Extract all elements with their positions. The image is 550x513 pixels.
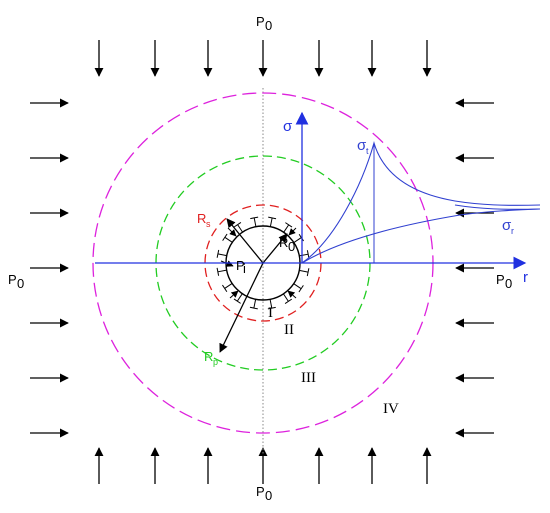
bolt-plate-icon [222, 233, 228, 241]
load-label-bottom: P 0 [256, 484, 272, 503]
zone-3-label: III [301, 370, 316, 386]
svg-text:i: i [243, 261, 246, 276]
bolt-plate-icon [285, 222, 293, 228]
svg-text:0: 0 [288, 239, 295, 254]
radial-stress-curve [301, 208, 541, 264]
bolt-plate-icon [298, 285, 304, 293]
svg-text:P: P [236, 258, 245, 273]
zone-2-label: II [284, 322, 294, 338]
bolt-plate-icon [233, 222, 242, 228]
bolt-icon [283, 293, 289, 302]
svg-text:P: P [256, 14, 265, 29]
pi-label: P i [236, 258, 246, 276]
svg-text:P: P [256, 484, 265, 499]
bolt-icon [253, 299, 257, 309]
load-arrows-right [455, 98, 494, 438]
svg-text:R: R [204, 349, 213, 364]
bolt-plate-icon [306, 250, 310, 259]
bolt-icon [299, 269, 309, 273]
support-bolts [216, 216, 310, 310]
svg-text:P: P [8, 272, 17, 287]
svg-text:σ: σ [502, 217, 512, 234]
bolt-icon [217, 253, 227, 257]
bolt-icon [283, 224, 290, 233]
bolt-icon [224, 283, 233, 289]
load-label-left: P 0 [8, 272, 24, 291]
bolt-icon [237, 224, 243, 233]
load-arrows-left [30, 98, 69, 438]
bolt-icon [217, 269, 227, 273]
r0-label: R 0 [279, 235, 295, 254]
load-arrows-top [94, 40, 432, 77]
bolt-plate-icon [306, 268, 310, 277]
bolt-icon [253, 217, 257, 227]
radius-rp-line [219, 262, 264, 353]
zone-4-label: IV [383, 401, 399, 417]
bolt-icon [236, 293, 243, 302]
svg-text:p: p [213, 357, 218, 367]
rp-label: R p [204, 349, 218, 367]
svg-text:0: 0 [265, 488, 272, 503]
svg-text:0: 0 [265, 18, 272, 33]
sigma-t-label: σ t [357, 137, 369, 156]
bolt-plate-icon [216, 267, 220, 276]
bolt-icon [269, 299, 273, 309]
bolt-plate-icon [267, 306, 276, 310]
bolt-icon [299, 253, 309, 257]
svg-text:t: t [366, 146, 369, 156]
bolt-icon [269, 217, 273, 227]
bolt-icon [293, 237, 302, 243]
bolt-plate-icon [284, 298, 293, 304]
rs-label: R s [197, 211, 211, 229]
bolt-plate-icon [268, 216, 277, 220]
bolt-plate-icon [216, 249, 220, 258]
bolt-plate-icon [249, 306, 258, 310]
zone-1-label: I [268, 305, 273, 321]
bolt-icon [224, 236, 233, 243]
sigma-axis-label: σ [283, 118, 293, 135]
load-label-top: P 0 [256, 14, 272, 33]
bolt-plate-icon [298, 233, 304, 242]
load-arrows-bottom [94, 447, 432, 484]
bolt-plate-icon [222, 284, 228, 293]
svg-text:R: R [279, 235, 288, 250]
radius-rs-line [226, 218, 264, 264]
svg-text:0: 0 [505, 276, 512, 291]
sigma-r-label: σ r [502, 217, 514, 236]
svg-text:0: 0 [17, 276, 24, 291]
bolt-plate-icon [233, 298, 241, 304]
load-label-right: P 0 [496, 272, 512, 291]
radius-r0-line [262, 233, 288, 264]
bolt-icon [293, 283, 302, 290]
svg-text:r: r [511, 226, 514, 236]
bolt-plate-icon [250, 216, 259, 220]
svg-text:σ: σ [357, 137, 367, 154]
svg-text:P: P [496, 272, 505, 287]
r-axis-label: r [523, 269, 528, 286]
svg-text:R: R [197, 211, 206, 226]
svg-text:s: s [206, 219, 211, 229]
tangential-stress-curve [301, 141, 541, 264]
